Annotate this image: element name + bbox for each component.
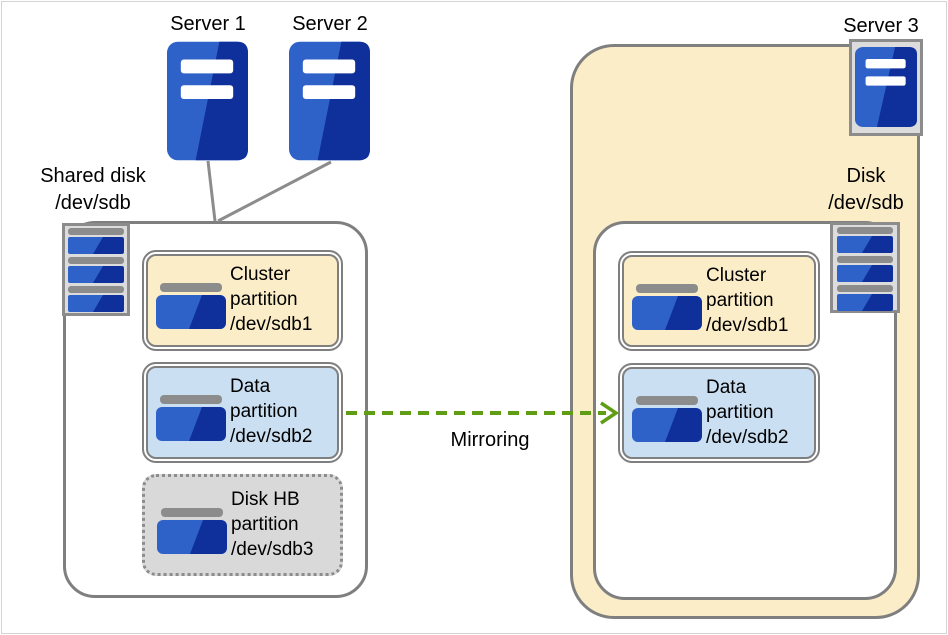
server1-connector-line — [206, 160, 217, 222]
mirror-disk-label: Disk/dev/sdb — [828, 165, 904, 214]
disk-drive-icon — [632, 396, 702, 442]
disk-drive-icon — [157, 508, 227, 554]
disk-drive-icon — [156, 395, 226, 441]
server3-label: Server 3 — [843, 15, 919, 37]
server2-connector-line — [217, 160, 332, 223]
server-tower-icon — [849, 39, 923, 136]
server-tower-icon — [167, 41, 248, 166]
disk-drive-icon — [156, 283, 226, 329]
server2-label: Server 2 — [292, 13, 368, 35]
mirroring-label: Mirroring — [450, 429, 530, 451]
shared-disk-label: Shared disk/dev/sdb — [40, 165, 146, 214]
disk-stack-icon — [830, 222, 900, 313]
disk-drive-icon — [632, 284, 702, 330]
disk-stack-icon — [62, 223, 130, 316]
server-tower-icon — [289, 41, 370, 166]
server1-label: Server 1 — [170, 13, 246, 35]
